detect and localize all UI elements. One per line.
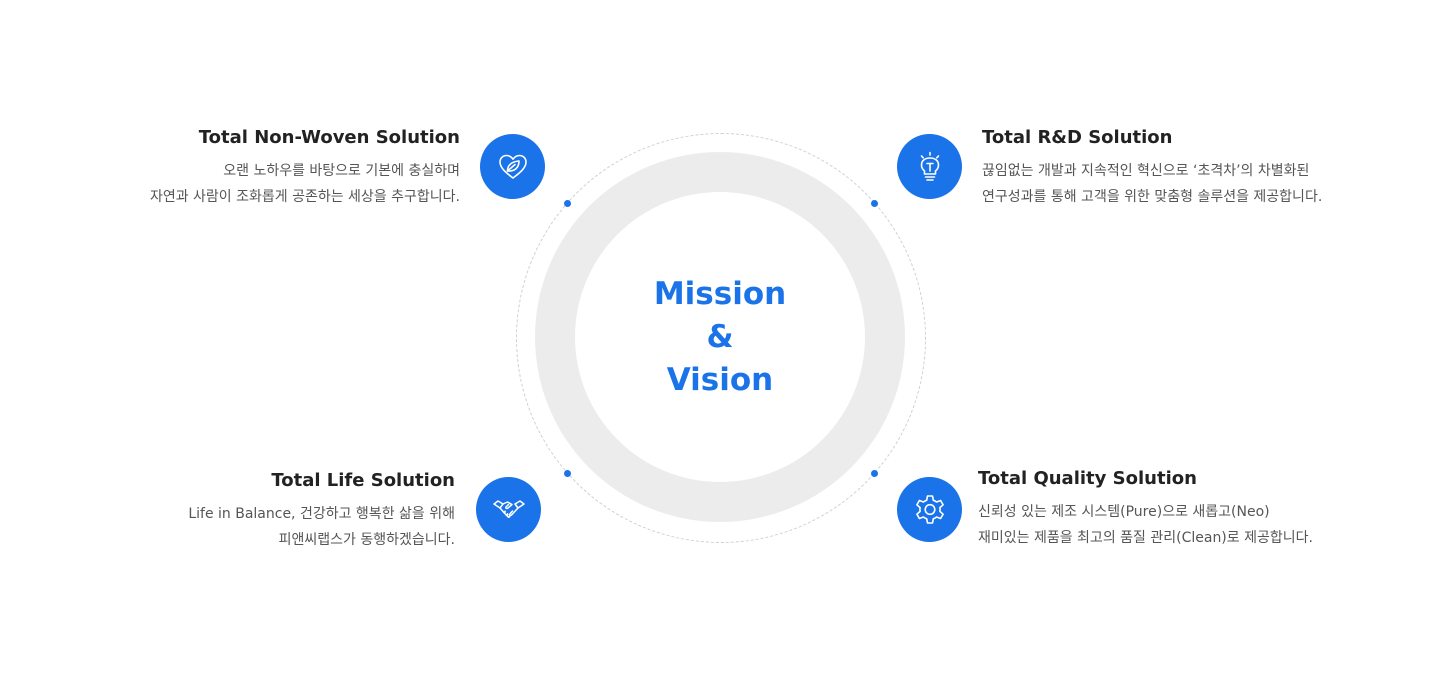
ring-dot-top-right: [871, 200, 878, 207]
item-title: Total R&D Solution: [982, 127, 1173, 148]
item-quality: Total Quality Solution 신뢰성 있는 제조 시스템(Pur…: [978, 467, 1313, 551]
item-description-line: 피앤씨랩스가 동행하겠습니다.: [278, 532, 455, 548]
center-title: Mission & Vision: [654, 273, 786, 402]
item-description-line: 연구성과를 통해 고객을 위한 맞춤형 솔루션을 제공합니다.: [982, 189, 1323, 205]
item-description: 끊임없는 개발과 지속적인 혁신으로 ‘초격차’의 차별화된 연구성과를 통해 …: [982, 158, 1322, 210]
center-title-vision: Vision: [666, 361, 774, 398]
lightbulb-icon: [897, 134, 962, 199]
item-non-woven: Total Non-Woven Solution 오랜 노하우를 바탕으로 기본…: [150, 126, 460, 210]
item-title: Total Life Solution: [271, 470, 455, 491]
item-description-line: 오랜 노하우를 바탕으로 기본에 충실하며: [223, 163, 460, 179]
item-life: Total Life Solution Life in Balance, 건강하…: [188, 469, 455, 553]
center-title-ampersand: &: [706, 318, 734, 355]
outer-dashed-ring: [516, 133, 926, 543]
item-description: Life in Balance, 건강하고 행복한 삶을 위해 피앤씨랩스가 동…: [188, 501, 455, 553]
item-description: 오랜 노하우를 바탕으로 기본에 충실하며 자연과 사람이 조화롭게 공존하는 …: [150, 158, 460, 210]
item-title: Total Quality Solution: [978, 468, 1197, 489]
ring-dot-bottom-left: [564, 470, 571, 477]
ring-dot-bottom-right: [871, 470, 878, 477]
heart-leaf-icon: [480, 134, 545, 199]
center-title-mission: Mission: [653, 275, 787, 312]
ring-dot-top-left: [564, 200, 571, 207]
item-description-line: 끊임없는 개발과 지속적인 혁신으로 ‘초격차’의 차별화된: [982, 163, 1310, 179]
item-description: 신뢰성 있는 제조 시스템(Pure)으로 새롭고(Neo) 재미있는 제품을 …: [978, 499, 1313, 551]
center-circle: Mission & Vision: [575, 192, 865, 482]
item-description-line: 신뢰성 있는 제조 시스템(Pure)으로 새롭고(Neo): [978, 504, 1270, 520]
item-description-line: 자연과 사람이 조화롭게 공존하는 세상을 추구합니다.: [149, 189, 460, 205]
handshake-icon: [476, 477, 541, 542]
item-description-line: 재미있는 제품을 최고의 품질 관리(Clean)로 제공합니다.: [978, 530, 1313, 546]
item-description-line: Life in Balance, 건강하고 행복한 삶을 위해: [188, 506, 455, 522]
item-rnd: Total R&D Solution 끊임없는 개발과 지속적인 혁신으로 ‘초…: [982, 126, 1322, 210]
gear-icon: [897, 477, 962, 542]
item-title: Total Non-Woven Solution: [198, 127, 460, 148]
